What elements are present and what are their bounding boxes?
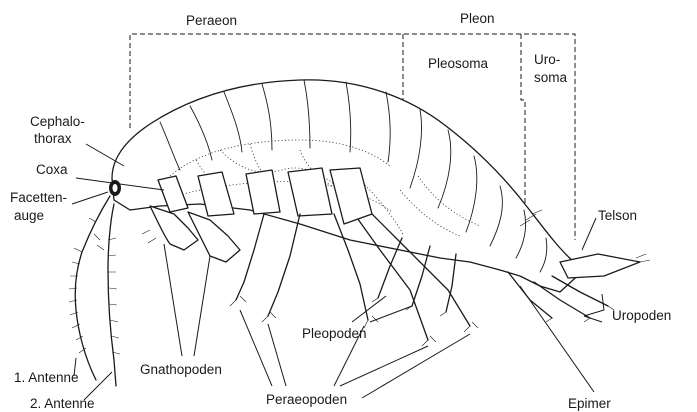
leader-gnathopoden-b [194, 256, 210, 356]
pleopod-2 [412, 246, 430, 306]
label-facettenauge-1: Facetten- [10, 190, 67, 205]
label-epimer: Epimer [568, 396, 611, 411]
leader-peraeopoden-e [362, 334, 470, 398]
leader-epimer [520, 286, 594, 392]
leader-peraeopoden-a [240, 310, 272, 386]
leader-peraeopoden-b [268, 324, 286, 386]
leader-gnathopoden-a [164, 244, 182, 356]
label-cephalothorax-1: Cephalo- [30, 114, 85, 129]
label-pleopoden: Pleopoden [302, 326, 367, 341]
label-facettenauge-2: auge [14, 208, 44, 223]
antennae [69, 196, 120, 386]
label-peraeon: Peraeon [186, 13, 237, 28]
label-antenne1: 1. Antenne [14, 370, 79, 385]
label-pleon: Pleon [460, 11, 495, 26]
label-peraeopoden: Peraeopoden [266, 392, 347, 407]
leader-peraeopoden-d [340, 346, 428, 386]
leader-facettenauge [72, 192, 108, 204]
pleosoma-urosoma-divider [521, 34, 525, 208]
label-urosoma-1: Uro- [534, 52, 560, 67]
label-antenne2: 2. Antenne [30, 396, 95, 411]
label-telson: Telson [598, 208, 637, 223]
leader-telson [582, 218, 596, 250]
label-gnathopoden: Gnathopoden [140, 362, 222, 377]
leader-pleopoden-b [370, 306, 412, 322]
label-urosoma-2: soma [534, 70, 568, 85]
antenna-2 [108, 204, 116, 386]
peraeopod-1 [236, 214, 264, 300]
peraeopod-2 [268, 214, 300, 316]
antenna-1 [75, 196, 110, 380]
label-pleosoma: Pleosoma [428, 56, 489, 71]
telson [560, 254, 640, 278]
label-cephalothorax-2: thorax [34, 131, 72, 146]
leader-uropoden-b [584, 316, 602, 322]
leader-uropoden-a [584, 294, 604, 316]
label-coxa: Coxa [36, 162, 68, 177]
label-uropoden: Uropoden [612, 308, 671, 323]
pleopod-3 [446, 254, 456, 312]
